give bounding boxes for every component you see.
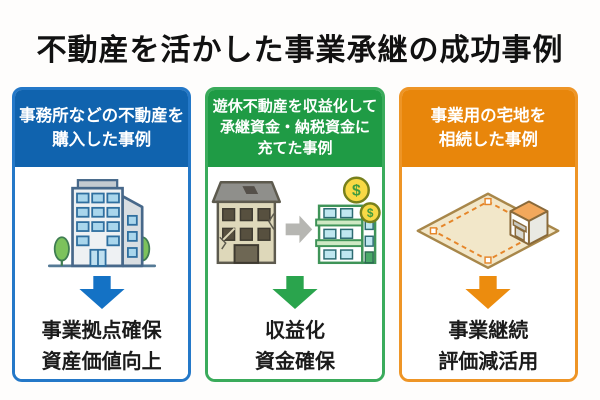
card-idle-property-monetization-body: $ $ 収益化 資金確保	[208, 167, 382, 379]
land-plot-icon	[402, 171, 575, 275]
card-idle-property-monetization-result: 収益化 資金確保	[255, 316, 335, 378]
header-line: 購入した事例	[52, 130, 152, 149]
old-to-new-building-svg: $ $	[211, 176, 381, 265]
down-arrow-icon	[272, 275, 318, 309]
cards-row: 事務所などの不動産を 購入した事例	[12, 87, 578, 382]
result-line: 事業拠点確保	[41, 320, 162, 342]
down-arrow-icon	[79, 275, 125, 309]
card-business-land-inheritance-body: 事業継続 評価減活用	[401, 167, 575, 379]
header-line: 遊休不動産を収益化して	[212, 98, 378, 116]
card-business-land-inheritance: 事業用の宅地を 相続した事例	[398, 87, 578, 382]
result-line: 収益化	[264, 320, 325, 342]
header-line: 事務所などの不動産を	[19, 107, 185, 126]
result-line: 事業継続	[448, 320, 529, 342]
land-plot-icon-svg	[416, 192, 560, 270]
old-building-to-income-building-icon: $ $	[208, 171, 381, 275]
office-building-icon-svg	[47, 179, 156, 268]
card-office-purchase-header: 事務所などの不動産を 購入した事例	[15, 90, 189, 167]
card-idle-property-monetization-header: 遊休不動産を収益化して 承継資金・納税資金に 充てた事例	[208, 90, 382, 167]
card-idle-property-monetization: 遊休不動産を収益化して 承継資金・納税資金に 充てた事例	[205, 87, 385, 382]
coin-dollar-symbol: $	[367, 207, 374, 220]
card-business-land-inheritance-result: 事業継続 評価減活用	[438, 316, 538, 378]
header-line: 事業用の宅地を	[430, 107, 547, 126]
page-title: 不動産を活かした事業承継の成功事例	[36, 34, 564, 67]
card-business-land-inheritance-header: 事業用の宅地を 相続した事例	[401, 90, 575, 167]
result-line: 評価減活用	[438, 351, 539, 373]
result-line: 資金確保	[254, 351, 335, 373]
header-line: 相続した事例	[438, 130, 538, 149]
down-arrow-icon	[465, 275, 511, 309]
coin-dollar-symbol: $	[352, 183, 361, 200]
card-office-purchase-result: 事業拠点確保 資産価値向上	[42, 316, 162, 378]
office-building-icon	[15, 171, 188, 275]
result-line: 資産価値向上	[41, 351, 162, 373]
card-office-purchase: 事務所などの不動産を 購入した事例	[12, 87, 192, 382]
header-line: 充てた事例	[257, 139, 333, 157]
card-office-purchase-body: 事業拠点確保 資産価値向上	[15, 167, 189, 379]
header-line: 承継資金・納税資金に	[219, 119, 370, 137]
